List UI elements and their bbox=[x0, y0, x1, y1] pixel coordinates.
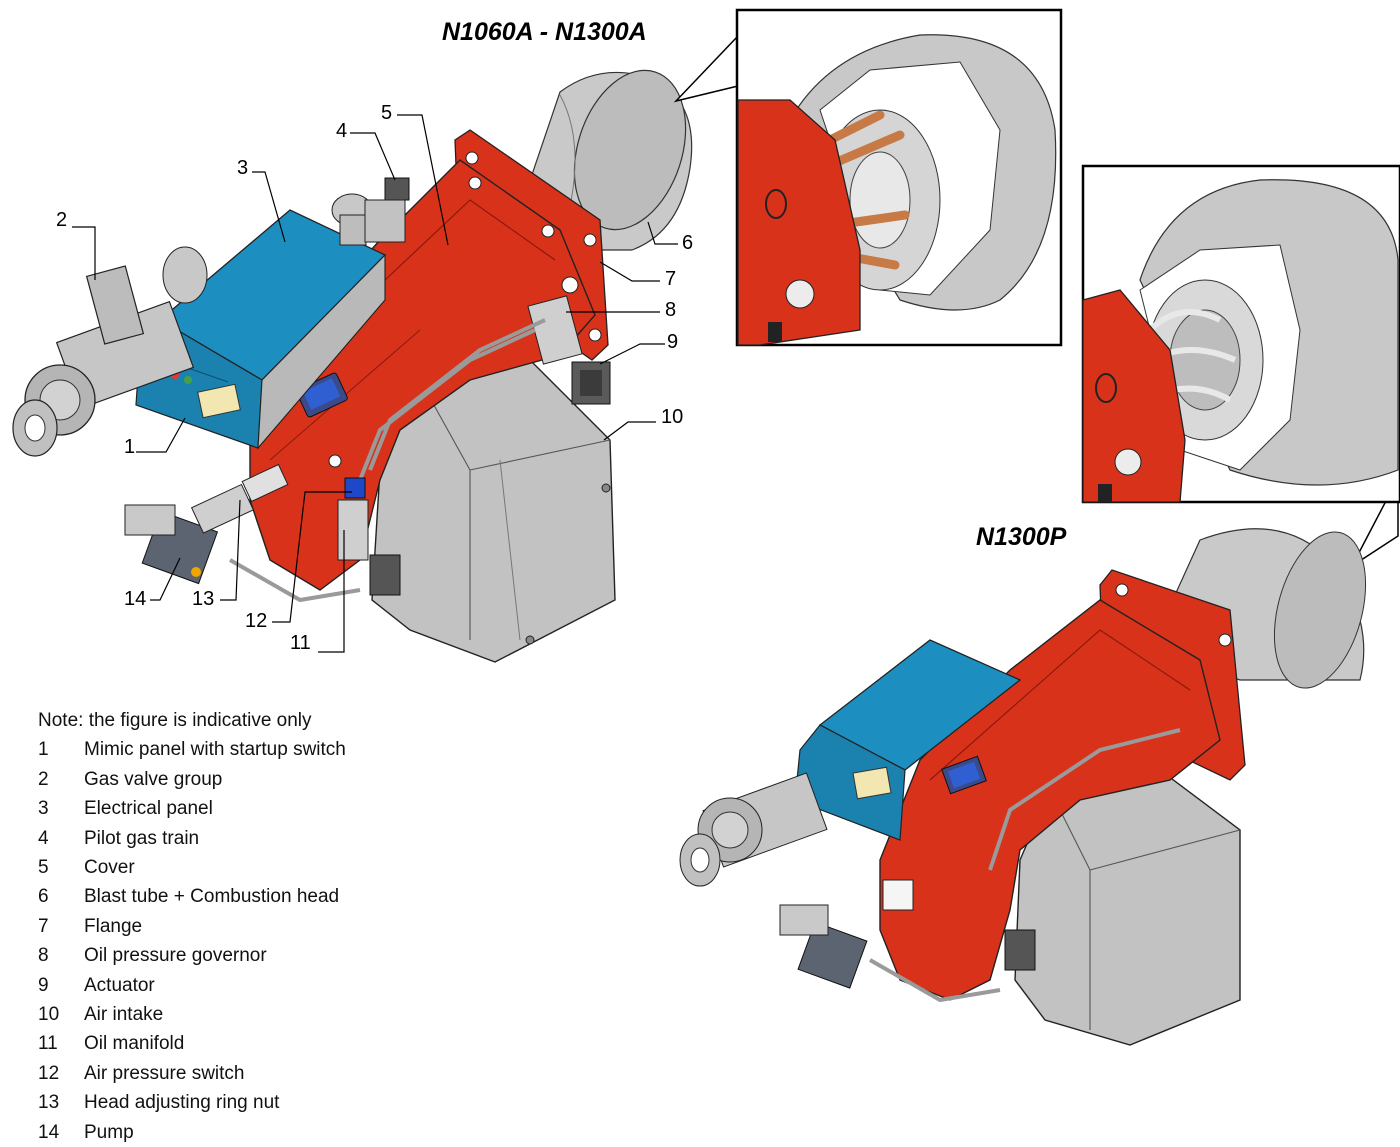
callout-6: 6 bbox=[682, 232, 694, 254]
legend-row: 13 Head adjusting ring nut bbox=[38, 1088, 598, 1117]
second-pump-drawing bbox=[779, 904, 868, 989]
leader-10 bbox=[603, 421, 656, 441]
legend-num: 12 bbox=[38, 1062, 60, 1084]
actuator-drawing bbox=[571, 361, 611, 405]
inset-combustion-head-p bbox=[1081, 164, 1400, 569]
leader-6 bbox=[647, 221, 678, 245]
gas-valve-group-drawing bbox=[12, 246, 208, 457]
second-cover-drawing bbox=[879, 599, 1221, 1001]
legend-num: 3 bbox=[38, 798, 49, 820]
legend-label: Flange bbox=[84, 915, 143, 937]
legend-row: 10 Air intake bbox=[38, 1000, 598, 1029]
legend-label: Head adjusting ring nut bbox=[84, 1092, 280, 1114]
leader-1 bbox=[136, 417, 186, 453]
legend-label: Pump bbox=[84, 1121, 134, 1143]
legend-row: 3 Electrical panel bbox=[38, 794, 598, 823]
legend-label: Pilot gas train bbox=[84, 827, 200, 849]
legend-num: 10 bbox=[38, 1004, 60, 1026]
legend-num: 11 bbox=[38, 1033, 58, 1055]
leader-11 bbox=[318, 530, 345, 653]
legend-row: 2 Gas valve group bbox=[38, 765, 598, 794]
callout-12: 12 bbox=[245, 610, 268, 632]
leader-2 bbox=[72, 226, 96, 280]
oil-governor-drawing bbox=[527, 276, 583, 365]
legend-row: 14 Pump bbox=[38, 1118, 598, 1147]
legend-num: 6 bbox=[38, 886, 49, 908]
second-oil-pipes-drawing bbox=[869, 728, 1181, 1003]
callout-leaders bbox=[72, 114, 678, 653]
legend-row: 8 Oil pressure governor bbox=[38, 941, 598, 970]
oil-manifold-drawing bbox=[337, 499, 369, 561]
leader-9 bbox=[599, 343, 665, 365]
callout-2: 2 bbox=[56, 209, 68, 231]
legend-row: 6 Blast tube + Combustion head bbox=[38, 882, 598, 911]
legend-row: 11 Oil manifold bbox=[38, 1029, 598, 1058]
legend-label: Oil pressure governor bbox=[84, 945, 267, 967]
legend-row: 12 Air pressure switch bbox=[38, 1059, 598, 1088]
legend-label: Gas valve group bbox=[84, 768, 223, 790]
legend-num: 8 bbox=[38, 945, 49, 967]
legend-num: 5 bbox=[38, 857, 49, 879]
legend-label: Mimic panel with startup switch bbox=[84, 739, 346, 761]
main-burner-illustration bbox=[12, 69, 693, 663]
legend-label: Blast tube + Combustion head bbox=[84, 886, 340, 908]
legend-row: 5 Cover bbox=[38, 853, 598, 882]
second-gas-valve-group-drawing bbox=[679, 772, 828, 887]
legend-num: 9 bbox=[38, 974, 49, 996]
legend-row: 4 Pilot gas train bbox=[38, 824, 598, 853]
second-burner-illustration bbox=[679, 528, 1367, 1046]
air-pressure-switch-drawing bbox=[344, 477, 366, 499]
callout-8: 8 bbox=[665, 299, 677, 321]
second-electrical-panel-drawing bbox=[794, 639, 1022, 841]
callout-13: 13 bbox=[192, 588, 215, 610]
callout-10: 10 bbox=[661, 406, 684, 428]
legend-note: Note: the figure is indicative only bbox=[38, 710, 312, 731]
leader-14 bbox=[150, 557, 181, 601]
top-model-title: N1060A - N1300A bbox=[442, 18, 647, 46]
legend-label: Electrical panel bbox=[84, 798, 213, 820]
legend-label: Air pressure switch bbox=[84, 1062, 245, 1084]
cover-drawing bbox=[249, 159, 596, 591]
second-air-intake-drawing bbox=[1004, 769, 1241, 1046]
inset-combustion-head-a bbox=[673, 8, 1063, 347]
callout-11: 11 bbox=[290, 632, 311, 654]
callout-4: 4 bbox=[336, 120, 348, 142]
bottom-model-title: N1300P bbox=[976, 523, 1067, 551]
legend-num: 13 bbox=[38, 1092, 60, 1114]
leader-4 bbox=[350, 132, 396, 181]
pilot-gas-train-drawing bbox=[331, 177, 410, 246]
callout-9: 9 bbox=[667, 331, 679, 353]
legend-row: 7 Flange bbox=[38, 912, 598, 941]
oil-pipes-drawing bbox=[229, 318, 546, 603]
legend-label: Cover bbox=[84, 857, 135, 879]
callout-7: 7 bbox=[665, 268, 677, 290]
head-ring-nut-drawing bbox=[190, 463, 289, 534]
legend-label: Air intake bbox=[84, 1004, 164, 1026]
pump-drawing bbox=[124, 504, 219, 585]
legend-num: 1 bbox=[38, 739, 49, 761]
legend-label: Oil manifold bbox=[84, 1033, 185, 1055]
leader-7 bbox=[599, 261, 660, 282]
leader-3 bbox=[252, 171, 286, 243]
legend-num: 14 bbox=[38, 1121, 60, 1143]
legend-num: 4 bbox=[38, 827, 49, 849]
legend-num: 7 bbox=[38, 915, 49, 937]
leader-12 bbox=[272, 491, 352, 623]
legend-row: 9 Actuator bbox=[38, 971, 598, 1000]
parts-legend: Note: the figure is indicative only 1 Mim… bbox=[38, 706, 598, 1147]
leader-5 bbox=[397, 114, 449, 246]
legend-num: 2 bbox=[38, 768, 49, 790]
callout-14: 14 bbox=[124, 588, 147, 610]
callout-1: 1 bbox=[124, 436, 136, 458]
callout-5: 5 bbox=[381, 102, 393, 124]
legend-row: 1 Mimic panel with startup switch bbox=[38, 735, 598, 764]
air-intake-drawing bbox=[369, 349, 616, 663]
legend-label: Actuator bbox=[84, 974, 155, 996]
leader-13 bbox=[220, 499, 241, 601]
callout-3: 3 bbox=[237, 157, 249, 179]
